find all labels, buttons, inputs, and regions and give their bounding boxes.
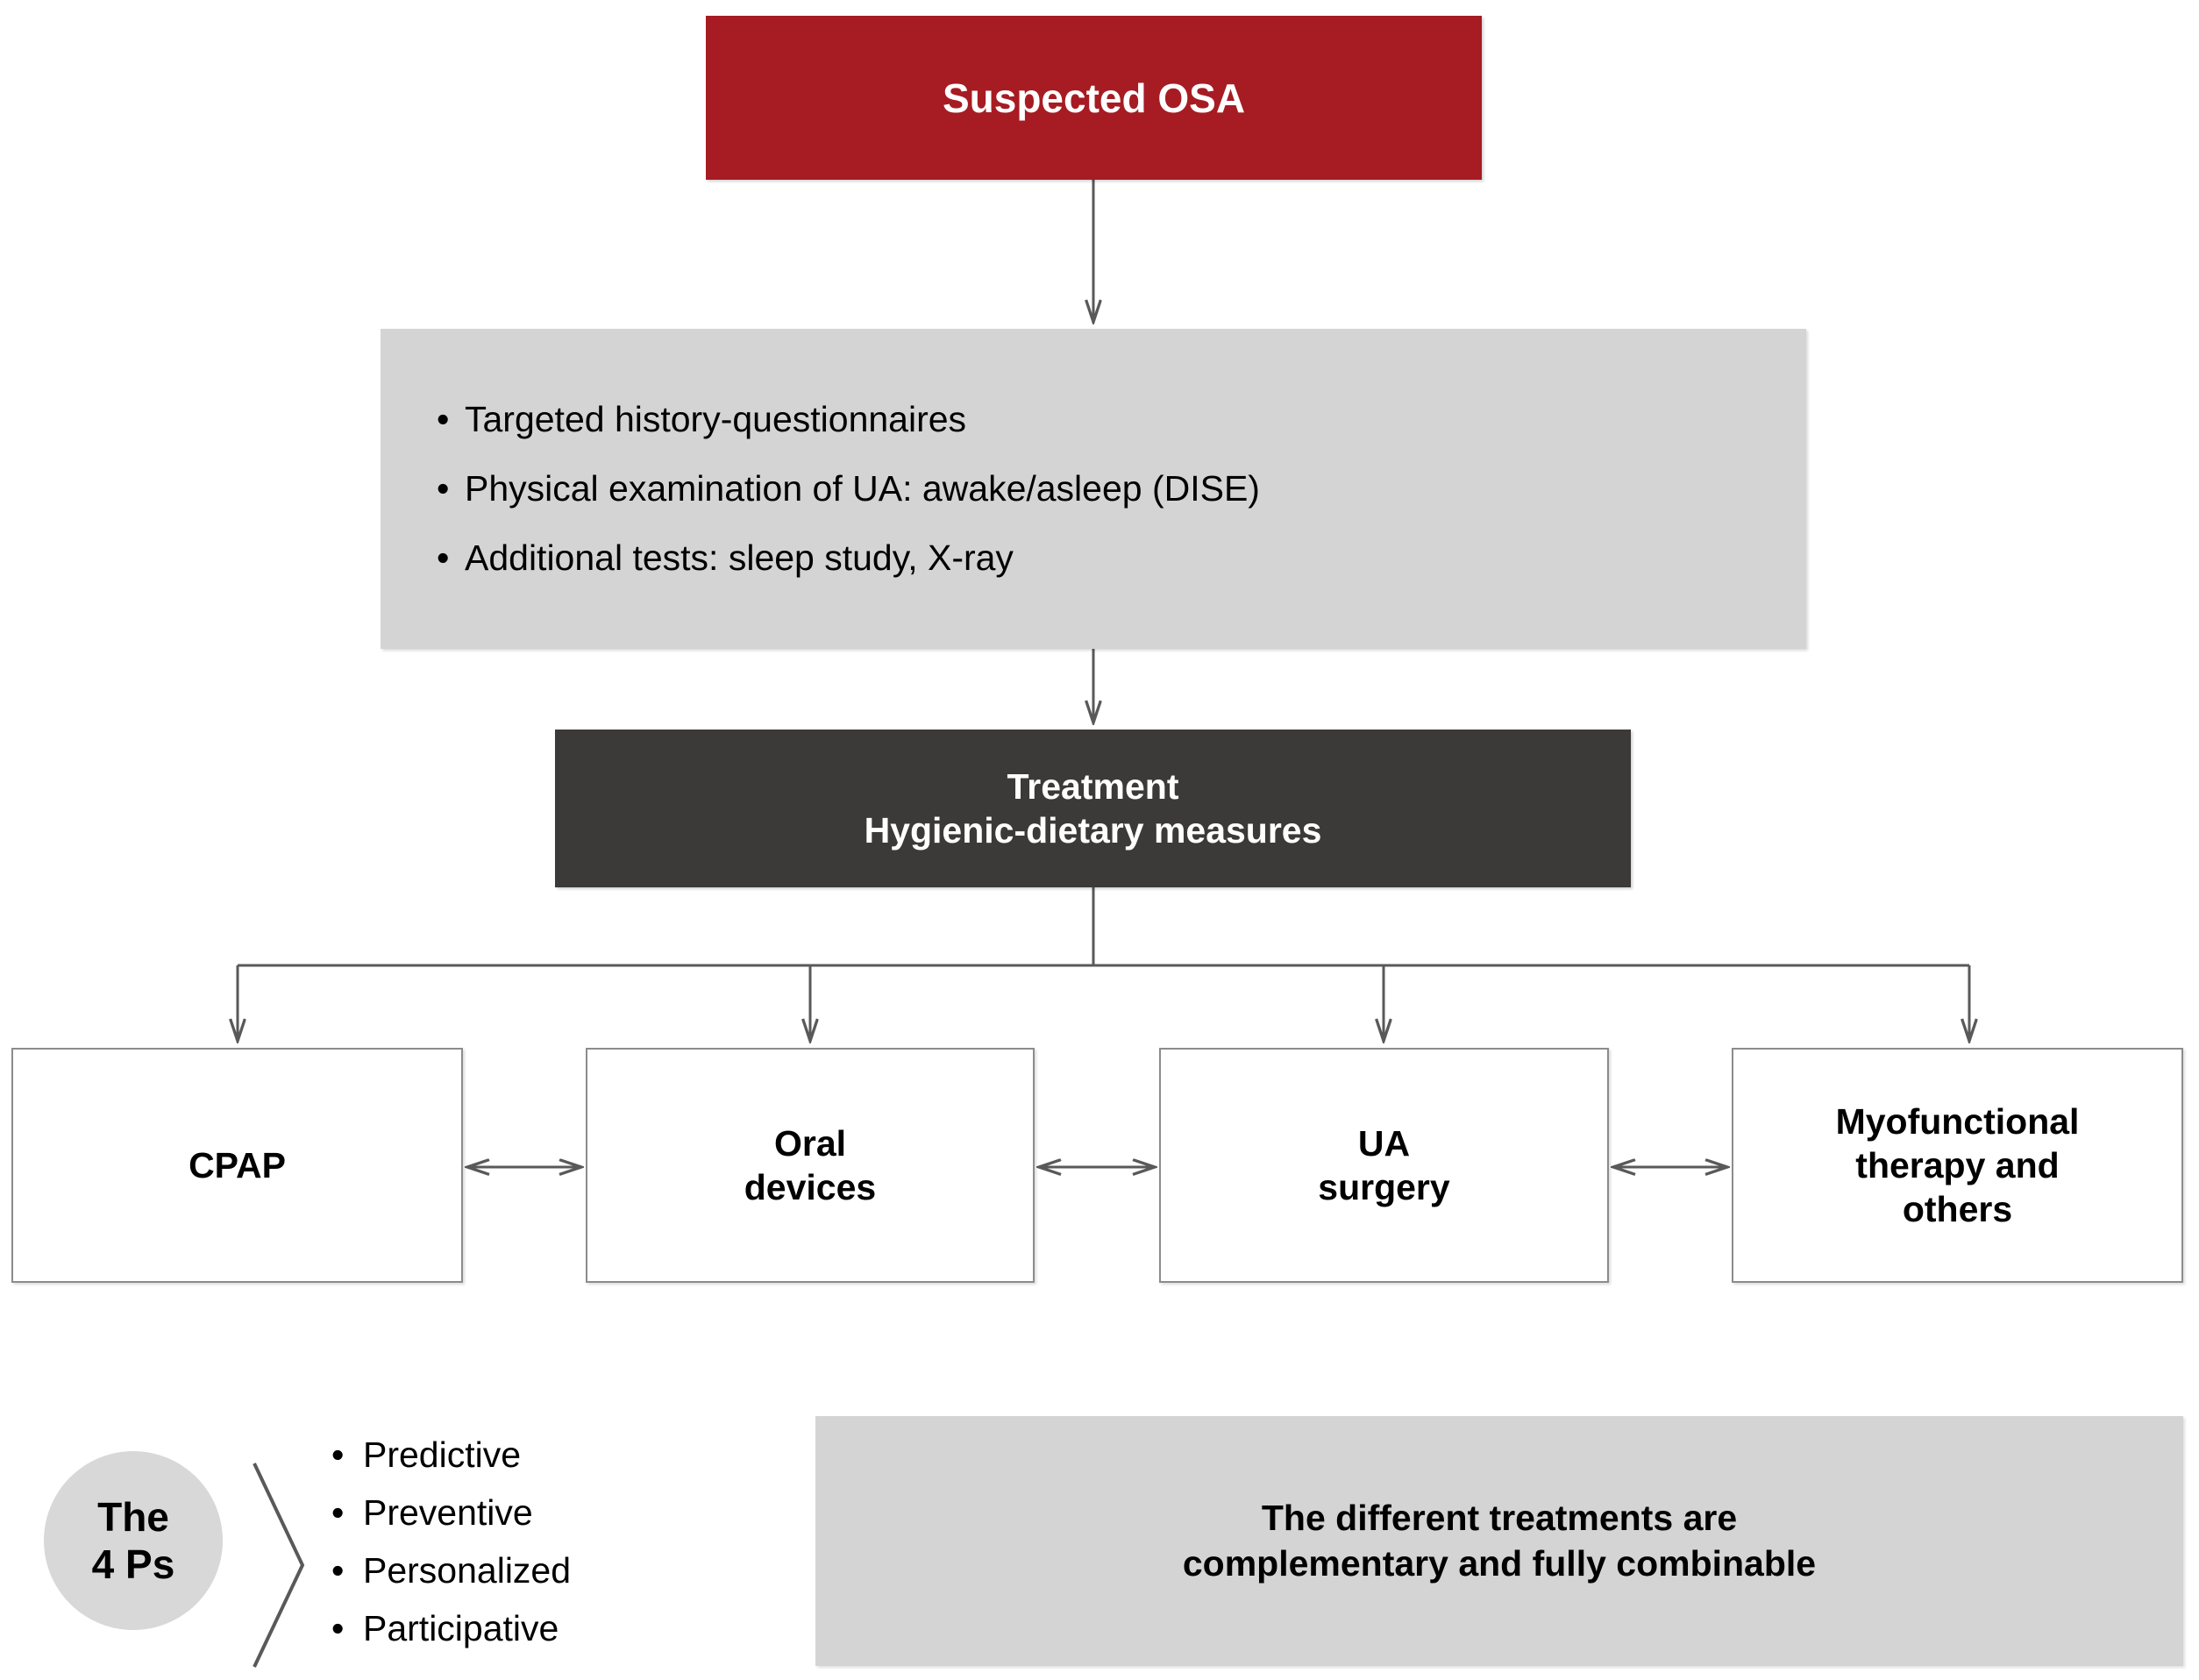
node-treatment[interactable]: Treatment Hygienic-dietary measures: [555, 730, 1631, 887]
workup-bullet-list: • Targeted history-questionnaires • Phys…: [381, 402, 1260, 576]
workup-item-label: Physical examination of UA: awake/asleep…: [465, 468, 1260, 509]
node-option-cpap[interactable]: CPAP: [11, 1048, 463, 1283]
node-option-ua-surgery-line2: surgery: [1318, 1167, 1450, 1207]
node-treatment-line2: Hygienic-dietary measures: [864, 810, 1322, 851]
bullet-icon: •: [331, 1434, 345, 1475]
four-ps-item-label: Preventive: [363, 1492, 533, 1533]
four-ps-circle[interactable]: The 4 Ps: [44, 1451, 223, 1630]
node-option-ua-surgery-line1: UA: [1357, 1122, 1411, 1164]
node-option-oral-devices[interactable]: Oral devices: [586, 1048, 1035, 1283]
list-item: • Predictive: [331, 1437, 735, 1473]
node-treatment-line1: Treatment: [1007, 765, 1179, 807]
bullet-icon: •: [437, 537, 450, 578]
four-ps-circle-line2: 4 Ps: [91, 1541, 175, 1587]
node-option-myofunctional-therapy[interactable]: Myofunctional therapy and others: [1732, 1048, 2183, 1283]
list-item: • Targeted history-questionnaires: [437, 399, 1260, 439]
node-diagnostic-workup[interactable]: • Targeted history-questionnaires • Phys…: [381, 329, 1806, 649]
node-option-myofunctional-therapy-line3: others: [1902, 1189, 2013, 1229]
node-option-oral-devices-line2: devices: [744, 1167, 877, 1207]
node-suspected-osa[interactable]: Suspected OSA: [706, 16, 1482, 180]
bullet-icon: •: [331, 1608, 345, 1648]
list-item: • Personalized: [331, 1553, 735, 1589]
list-item: • Preventive: [331, 1495, 735, 1531]
list-item: • Physical examination of UA: awake/asle…: [437, 468, 1260, 509]
node-suspected-osa-label: Suspected OSA: [942, 75, 1246, 121]
four-ps-list: • Predictive • Preventive • Personalized…: [331, 1437, 735, 1647]
node-option-myofunctional-therapy-line1: Myofunctional: [1835, 1100, 2080, 1142]
list-item: • Participative: [331, 1611, 735, 1647]
bullet-icon: •: [331, 1492, 345, 1533]
list-item: • Additional tests: sleep study, X-ray: [437, 537, 1260, 578]
node-option-myofunctional-therapy-line2: therapy and: [1855, 1144, 2060, 1185]
workup-item-label: Targeted history-questionnaires: [465, 399, 967, 439]
four-ps-item-label: Personalized: [363, 1550, 572, 1591]
node-option-ua-surgery[interactable]: UA surgery: [1159, 1048, 1609, 1283]
workup-item-label: Additional tests: sleep study, X-ray: [465, 537, 1014, 578]
four-ps-item-label: Predictive: [363, 1434, 522, 1475]
note-treatments-combinable-line2: complementary and fully combinable: [1182, 1542, 1817, 1584]
bullet-icon: •: [437, 399, 450, 439]
bullet-icon: •: [331, 1550, 345, 1591]
connector-treatment-to-bus: [238, 887, 1969, 967]
bullet-icon: •: [437, 468, 450, 509]
four-ps-item-label: Participative: [363, 1608, 559, 1648]
node-option-oral-devices-line1: Oral: [773, 1122, 847, 1164]
note-treatments-combinable: The different treatments are complementa…: [815, 1416, 2183, 1666]
four-ps-circle-line1: The: [97, 1493, 169, 1540]
chevron-bracket-icon: [253, 1463, 305, 1668]
node-option-cpap-line1: CPAP: [189, 1144, 286, 1185]
note-treatments-combinable-line1: The different treatments are: [1261, 1498, 1738, 1539]
four-ps-bullet-list: • Predictive • Preventive • Personalized…: [331, 1437, 735, 1647]
